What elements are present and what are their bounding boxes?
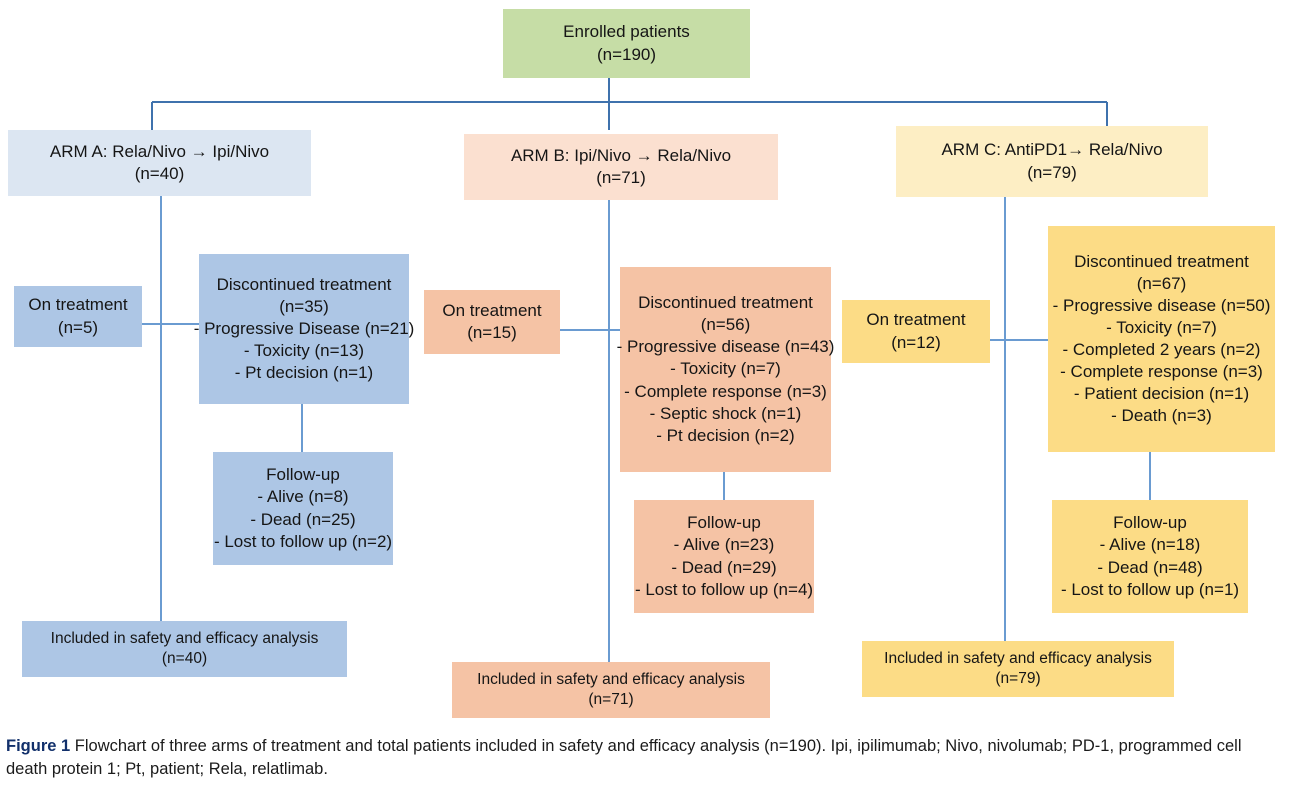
arm-a-followup-title: Follow-up xyxy=(266,465,340,485)
arm-a-count: (n=40) xyxy=(134,164,185,183)
arm-c-discontinued-title: Discontinued treatment xyxy=(1074,251,1249,271)
node-arm-c-included: Included in safety and efficacy analysis… xyxy=(862,641,1174,697)
node-arm-a-discontinued: Discontinued treatment (n=35) - Progress… xyxy=(194,254,414,404)
node-arm-b-included: Included in safety and efficacy analysis… xyxy=(452,662,770,718)
node-arm-b-header: ARM B: Ipi/Nivo → Rela/Nivo (n=71) xyxy=(464,134,778,200)
arm-b-followup-3: - Lost to follow up (n=4) xyxy=(634,579,814,599)
arm-a-reason-1: - Progressive Disease (n=21) xyxy=(193,318,415,338)
node-arm-a-included: Included in safety and efficacy analysis… xyxy=(22,621,347,677)
arm-a-included-count: (n=40) xyxy=(161,650,208,667)
arm-a-included-title: Included in safety and efficacy analysis xyxy=(50,629,319,647)
node-arm-a-on-treatment: On treatment (n=5) xyxy=(14,286,142,347)
node-arm-c-on-treatment: On treatment (n=12) xyxy=(842,300,990,363)
node-arm-c-followup: Follow-up - Alive (n=18) - Dead (n=48) -… xyxy=(1052,500,1248,613)
arm-b-followup-2: - Dead (n=29) xyxy=(671,557,777,577)
arm-b-on-treatment-count: (n=15) xyxy=(467,323,517,342)
arm-b-reason-4: - Septic shock (n=1) xyxy=(649,403,802,423)
arm-b-included-title: Included in safety and efficacy analysis xyxy=(477,670,745,688)
arm-a-title: ARM A: Rela/Nivo → Ipi/Nivo xyxy=(49,141,270,161)
arm-a-reason-2: - Toxicity (n=13) xyxy=(243,341,365,361)
arm-c-followup-2: - Dead (n=48) xyxy=(1097,557,1203,577)
arm-b-discontinued-title: Discontinued treatment xyxy=(638,293,813,313)
arm-b-on-treatment-title: On treatment xyxy=(442,300,542,320)
arm-a-discontinued-title: Discontinued treatment xyxy=(216,274,392,294)
arm-c-included-title: Included in safety and efficacy analysis xyxy=(884,649,1152,667)
arm-b-reason-1: - Progressive disease (n=43) xyxy=(616,337,835,357)
arm-c-followup-1: - Alive (n=18) xyxy=(1099,535,1201,555)
node-arm-a-followup: Follow-up - Alive (n=8) - Dead (n=25) - … xyxy=(213,452,393,565)
arm-a-discontinued-count: (n=35) xyxy=(279,296,329,316)
arm-b-count: (n=71) xyxy=(596,168,646,187)
arm-c-included-count: (n=79) xyxy=(995,670,1041,687)
arm-c-count: (n=79) xyxy=(1027,162,1077,182)
arm-a-on-treatment-title: On treatment xyxy=(28,295,128,315)
arm-a-on-treatment-count: (n=5) xyxy=(57,317,99,337)
arm-c-reason-5: - Patient decision (n=1) xyxy=(1073,384,1250,404)
arm-c-reason-6: - Death (n=3) xyxy=(1111,406,1212,426)
arm-b-reason-3: - Complete response (n=3) xyxy=(624,381,827,401)
arm-a-followup-3: - Lost to follow up (n=2) xyxy=(213,531,393,551)
arm-c-reason-1: - Progressive disease (n=50) xyxy=(1052,295,1271,315)
arm-c-reason-3: - Completed 2 years (n=2) xyxy=(1062,340,1261,359)
arm-b-included-count: (n=71) xyxy=(588,691,634,708)
node-arm-c-discontinued: Discontinued treatment (n=67) - Progress… xyxy=(1048,226,1275,452)
arm-c-on-treatment-title: On treatment xyxy=(866,310,966,330)
arm-c-reason-4: - Complete response (n=3) xyxy=(1060,362,1263,382)
figure-label: Figure 1 xyxy=(6,737,71,755)
arm-a-followup-1: - Alive (n=8) xyxy=(257,487,349,507)
arm-c-on-treatment-count: (n=12) xyxy=(891,332,941,352)
arm-b-discontinued-count: (n=56) xyxy=(700,315,751,335)
enrolled-title: Enrolled patients xyxy=(563,22,690,42)
arm-b-followup-title: Follow-up xyxy=(687,513,761,533)
arm-c-reason-2: - Toxicity (n=7) xyxy=(1106,317,1217,337)
arm-b-reason-5: - Pt decision (n=2) xyxy=(656,425,795,445)
node-arm-c-header: ARM C: AntiPD1→ Rela/Nivo (n=79) xyxy=(896,126,1208,197)
node-arm-a-header: ARM A: Rela/Nivo → Ipi/Nivo (n=40) xyxy=(8,130,311,196)
node-arm-b-on-treatment: On treatment (n=15) xyxy=(424,290,560,354)
arm-c-discontinued-count: (n=67) xyxy=(1136,273,1187,293)
arm-a-followup-2: - Dead (n=25) xyxy=(250,509,356,529)
node-arm-b-discontinued: Discontinued treatment (n=56) - Progress… xyxy=(617,267,834,472)
figure-caption-text: Flowchart of three arms of treatment and… xyxy=(6,737,1242,779)
node-arm-b-followup: Follow-up - Alive (n=23) - Dead (n=29) -… xyxy=(634,500,814,613)
figure-caption: Figure 1 Flowchart of three arms of trea… xyxy=(6,735,1284,781)
arm-b-title: ARM B: Ipi/Nivo → Rela/Nivo xyxy=(510,145,732,165)
arm-b-reason-2: - Toxicity (n=7) xyxy=(670,359,781,379)
arm-a-reason-3: - Pt decision (n=1) xyxy=(234,363,374,383)
arm-c-followup-3: - Lost to follow up (n=1) xyxy=(1060,579,1240,599)
enrolled-count: (n=190) xyxy=(596,44,657,64)
arm-c-title: ARM C: AntiPD1→ Rela/Nivo xyxy=(941,140,1163,160)
node-enrolled-patients: Enrolled patients (n=190) xyxy=(503,9,750,78)
arm-b-followup-1: - Alive (n=23) xyxy=(673,535,775,555)
arm-c-followup-title: Follow-up xyxy=(1113,513,1187,533)
